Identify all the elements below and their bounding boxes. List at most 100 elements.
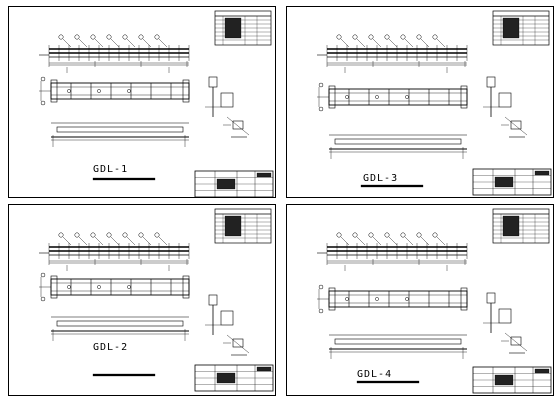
detail-plate xyxy=(486,292,496,304)
section-strip xyxy=(334,338,462,345)
sheet-title: GDL-3 xyxy=(363,173,399,184)
title-block-fill xyxy=(534,170,550,176)
callout-bubble xyxy=(90,34,96,40)
callout-bubble xyxy=(154,34,160,40)
section-strip xyxy=(56,126,184,133)
title-underline xyxy=(360,184,424,188)
beam-plan-outline xyxy=(328,290,468,308)
leader-line xyxy=(110,38,120,48)
callout-bubble xyxy=(384,34,390,40)
leader-line xyxy=(356,236,366,246)
detail-plate xyxy=(208,294,218,306)
leader-line xyxy=(340,38,350,48)
callout-bubble xyxy=(432,232,438,238)
detail-plate xyxy=(232,120,244,130)
leader-line xyxy=(62,236,72,246)
beam-plan-outline xyxy=(328,88,468,106)
callout-bubble xyxy=(40,272,46,278)
beam-drawing xyxy=(317,208,552,394)
leader-line xyxy=(420,236,430,246)
leader-line xyxy=(78,236,88,246)
callout-bubble xyxy=(336,34,342,40)
callout-bubble xyxy=(400,34,406,40)
leader-line xyxy=(356,38,366,48)
leader-line xyxy=(436,236,446,246)
leader-line xyxy=(94,236,104,246)
leader-line xyxy=(372,38,382,48)
title-block-fill xyxy=(256,172,272,178)
beam-drawing xyxy=(39,208,274,392)
sheet-title: GDL-2 xyxy=(93,342,129,353)
callout-bubble xyxy=(318,106,324,112)
leader-line xyxy=(126,38,136,48)
end-plate xyxy=(460,85,468,109)
detail-plate xyxy=(208,76,218,88)
table-fill xyxy=(502,17,520,39)
callout-bubble xyxy=(432,34,438,40)
table-fill xyxy=(224,17,242,39)
callout-bubble xyxy=(58,232,64,238)
leader-line xyxy=(388,38,398,48)
callout-bubble xyxy=(40,296,46,302)
callout-bubble xyxy=(127,89,131,93)
detail-line xyxy=(226,116,250,136)
callout-bubble xyxy=(318,308,324,314)
title-block-fill xyxy=(216,178,236,190)
callout-bubble xyxy=(97,89,101,93)
leader-line xyxy=(110,236,120,246)
callout-bubble xyxy=(368,34,374,40)
callout-bubble xyxy=(352,232,358,238)
table-fill xyxy=(502,215,520,237)
leader-line xyxy=(436,38,446,48)
drawing-sheet-gdl-2: GDL-2 xyxy=(8,204,276,396)
callout-bubble xyxy=(40,76,46,82)
beam-drawing xyxy=(39,10,274,197)
section-strip xyxy=(56,320,184,327)
detail-stiffener xyxy=(220,92,234,108)
callout-bubble xyxy=(67,285,71,289)
end-plate xyxy=(460,287,468,311)
callout-bubble xyxy=(90,232,96,238)
callout-bubble xyxy=(67,89,71,93)
callout-bubble xyxy=(122,232,128,238)
callout-bubble xyxy=(127,285,131,289)
detail-stiffener xyxy=(220,310,234,326)
detail-plate xyxy=(232,338,244,348)
callout-bubble xyxy=(106,232,112,238)
detail-line xyxy=(504,332,528,352)
leader-line xyxy=(78,38,88,48)
callout-bubble xyxy=(318,82,324,88)
sheet-title: GDL-1 xyxy=(93,164,129,175)
leader-line xyxy=(420,38,430,48)
callout-bubble xyxy=(74,232,80,238)
beam-plan-outline xyxy=(50,278,190,296)
callout-bubble xyxy=(138,232,144,238)
callout-bubble xyxy=(154,232,160,238)
callout-bubble xyxy=(416,34,422,40)
callout-bubble xyxy=(345,297,349,301)
callout-bubble xyxy=(405,297,409,301)
leader-line xyxy=(94,38,104,48)
leader-line xyxy=(372,236,382,246)
title-block-fill xyxy=(494,176,514,188)
callout-bubble xyxy=(74,34,80,40)
title-block-fill xyxy=(494,374,514,386)
leader-line xyxy=(404,236,414,246)
callout-bubble xyxy=(375,95,379,99)
detail-line xyxy=(226,334,250,354)
end-plate xyxy=(182,275,190,299)
title-block-fill xyxy=(256,366,272,372)
callout-bubble xyxy=(318,284,324,290)
callout-bubble xyxy=(138,34,144,40)
detail-stiffener xyxy=(498,92,512,108)
detail-stiffener xyxy=(498,308,512,324)
sheet-title: GDL-4 xyxy=(357,369,393,380)
title-block-fill xyxy=(534,368,550,374)
callout-bubble xyxy=(345,95,349,99)
leader-line xyxy=(62,38,72,48)
callout-bubble xyxy=(106,34,112,40)
drawing-sheet-gdl-3: GDL-3 xyxy=(286,6,554,198)
callout-bubble xyxy=(336,232,342,238)
callout-bubble xyxy=(368,232,374,238)
callout-bubble xyxy=(384,232,390,238)
